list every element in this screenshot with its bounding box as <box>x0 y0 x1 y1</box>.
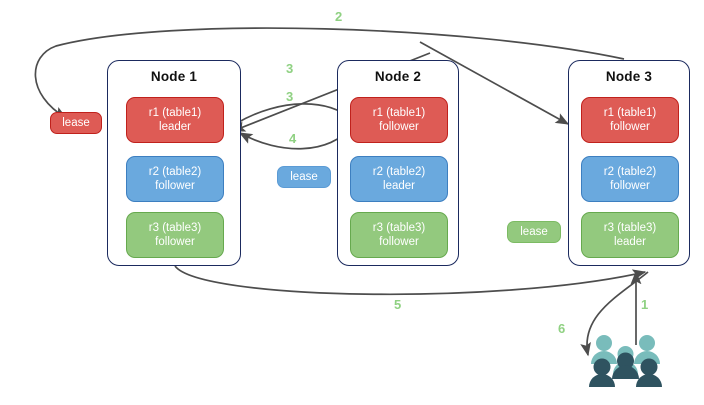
replica-node1-r2[interactable]: r2 (table2) follower <box>126 156 224 202</box>
replica-name: r2 (table2) <box>148 166 202 178</box>
node-title-3: Node 3 <box>605 69 653 84</box>
step-label-4: 4 <box>289 131 297 146</box>
step-label-6: 6 <box>558 321 566 336</box>
arrow-step-5 <box>174 265 647 296</box>
replica-node3-r1[interactable]: r1 (table1) follower <box>581 97 679 143</box>
users-icon <box>588 334 666 388</box>
arrow-step-2 <box>34 27 625 119</box>
step-label-2: 2 <box>335 9 343 24</box>
node-container-3[interactable]: Node 3 r1 (table1) follower r2 (table2) … <box>568 60 690 266</box>
replica-role: follower <box>379 236 419 248</box>
lease-badge-green[interactable]: lease <box>507 221 561 243</box>
replica-role: follower <box>379 121 419 133</box>
replica-role: leader <box>159 121 191 133</box>
replica-role: leader <box>383 180 415 192</box>
replica-role: follower <box>610 180 650 192</box>
replica-node1-r3[interactable]: r3 (table3) follower <box>126 212 224 258</box>
arrow-step-6 <box>580 271 649 357</box>
step-label-5: 5 <box>394 297 402 312</box>
arrow-node2-to-node3 <box>419 41 570 125</box>
replica-name: r1 (table1) <box>372 107 426 119</box>
replica-role: follower <box>155 180 195 192</box>
users-icon-svg <box>589 335 662 387</box>
step-label-3-upper: 3 <box>286 61 294 76</box>
node-title-1: Node 1 <box>150 69 198 84</box>
replica-node2-r3[interactable]: r3 (table3) follower <box>350 212 448 258</box>
lease-badge-blue[interactable]: lease <box>277 166 331 188</box>
node-title-2: Node 2 <box>374 69 422 84</box>
replica-node2-r2[interactable]: r2 (table2) leader <box>350 156 448 202</box>
replica-role: follower <box>155 236 195 248</box>
node-container-1[interactable]: Node 1 r1 (table1) leader r2 (table2) fo… <box>107 60 241 266</box>
replica-name: r2 (table2) <box>372 166 426 178</box>
step-label-1: 1 <box>641 297 649 312</box>
step-label-3-lower: 3 <box>286 89 294 104</box>
replica-name: r2 (table2) <box>603 166 657 178</box>
lease-badge-red[interactable]: lease <box>50 112 102 134</box>
replica-role: leader <box>614 236 646 248</box>
replica-node2-r1[interactable]: r1 (table1) follower <box>350 97 448 143</box>
replica-node3-r3[interactable]: r3 (table3) leader <box>581 212 679 258</box>
node-container-2[interactable]: Node 2 r1 (table1) follower r2 (table2) … <box>337 60 459 266</box>
replica-role: follower <box>610 121 650 133</box>
replica-node1-r1[interactable]: r1 (table1) leader <box>126 97 224 143</box>
replica-name: r1 (table1) <box>148 107 202 119</box>
replica-name: r3 (table3) <box>148 222 202 234</box>
replica-name: r3 (table3) <box>603 222 657 234</box>
replica-node3-r2[interactable]: r2 (table2) follower <box>581 156 679 202</box>
replica-name: r1 (table1) <box>603 107 657 119</box>
replica-name: r3 (table3) <box>372 222 426 234</box>
